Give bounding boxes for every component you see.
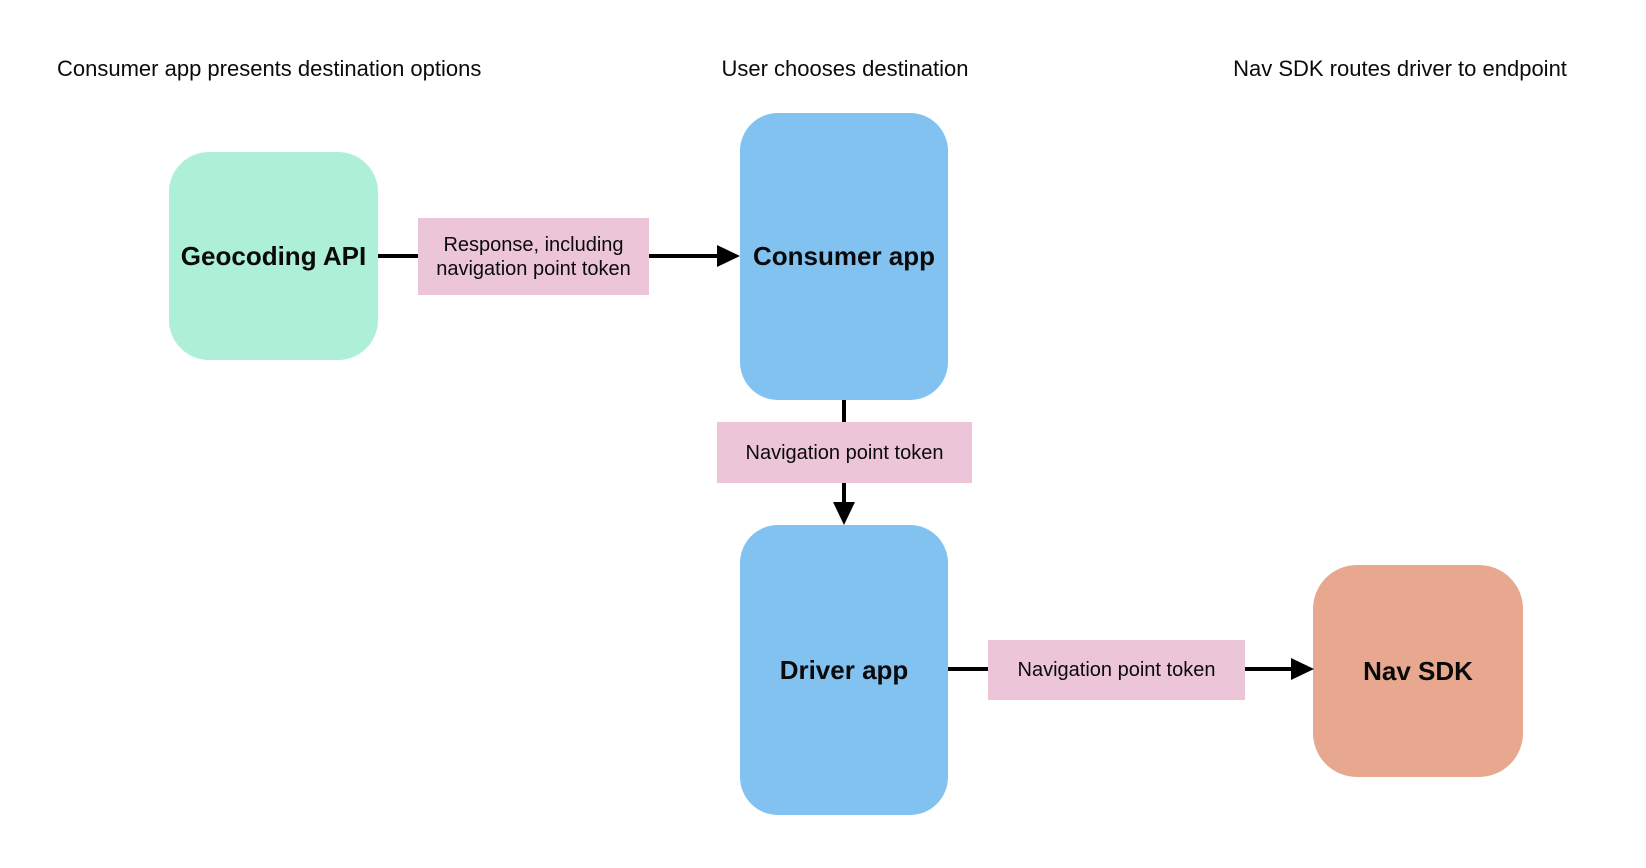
node-driver-app: Driver app: [740, 525, 948, 815]
node-label-nav-sdk: Nav SDK: [1363, 655, 1473, 686]
arrowhead-right-into-consumer-app: [717, 245, 740, 267]
arrow-label-to-driver-line: [842, 483, 846, 503]
node-label-consumer-app: Consumer app: [752, 241, 936, 271]
node-geocoding-api: Geocoding API: [169, 152, 378, 360]
node-label-driver-app: Driver app: [779, 654, 909, 685]
arrowhead-down-into-driver-app: [833, 502, 855, 525]
stage-heading-user-chooses: User chooses destination: [721, 56, 969, 81]
stage-heading-nav-sdk-routes: Nav SDK routes driver to endpoint: [1233, 56, 1567, 81]
arrow-driver-to-label-line: [948, 667, 988, 671]
arrow-label-to-consumer-line: [649, 254, 718, 258]
node-nav-sdk: Nav SDK: [1313, 565, 1523, 777]
node-consumer-app: Consumer app: [740, 113, 948, 400]
arrowhead-right-into-nav-sdk: [1291, 658, 1314, 680]
arrow-geocoding-to-label-line: [378, 254, 418, 258]
node-label-geocoding-api: Geocoding API: [180, 240, 367, 271]
edge-label-response-navigation-point-token: Response, including navigation point tok…: [418, 218, 649, 295]
arrow-consumer-to-label-line: [842, 400, 846, 422]
arrow-label-to-navsdk-line: [1245, 667, 1292, 671]
stage-heading-consumer-presents: Consumer app presents destination option…: [57, 56, 482, 81]
edge-label-navigation-point-token-driver-navsdk: Navigation point token: [988, 640, 1245, 700]
edge-label-navigation-point-token-consumer-driver: Navigation point token: [717, 422, 972, 483]
